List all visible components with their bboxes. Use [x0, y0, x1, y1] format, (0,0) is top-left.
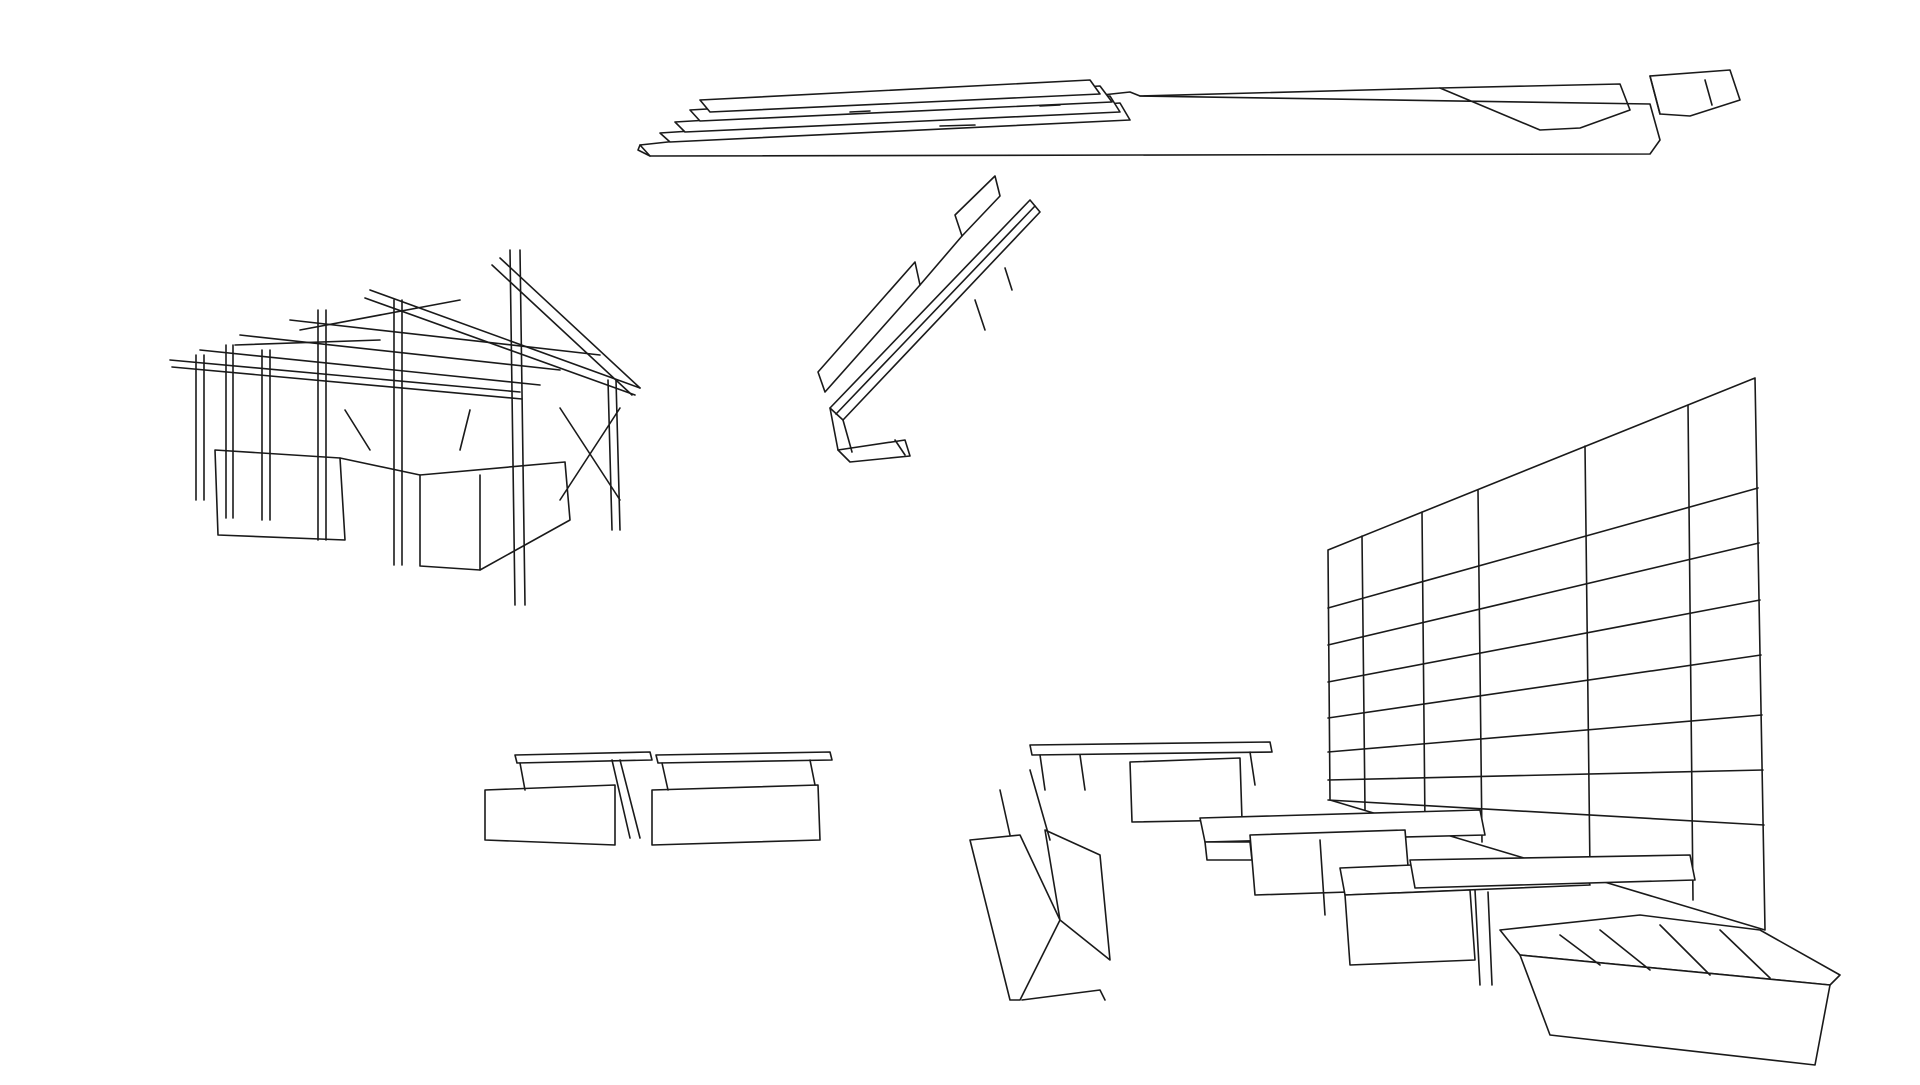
long-platform-deck — [637, 69, 1741, 157]
timber-pergola-kiosk — [169, 249, 641, 606]
tiled-wall-seating-area — [969, 377, 1841, 1066]
planter-box-benches — [484, 751, 833, 846]
diagonal-bench-pair — [817, 175, 1041, 463]
